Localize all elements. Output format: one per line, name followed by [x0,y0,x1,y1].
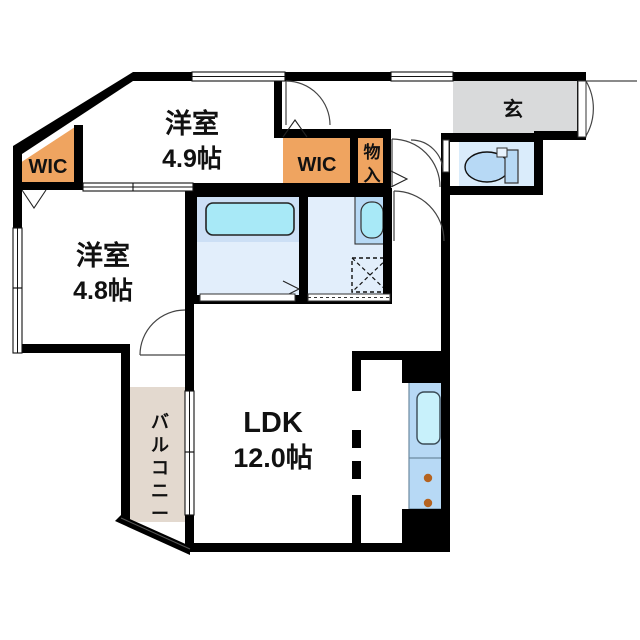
label-washitsu-top-size: 4.9帖 [162,145,222,173]
wall-kitchen-partition-top [352,351,361,391]
label-wic-left: WIC [29,156,68,178]
wall-monoire-right [383,129,391,191]
door-hall-swing [391,138,441,188]
wall-diagonal-topleft [13,72,133,154]
wall-genkan-bottom [534,131,586,140]
wall-kitchen-back-bottom [402,509,450,551]
wall-kitchen-partition-dash [352,461,361,479]
wall-wic-center-top [274,129,391,138]
wall-ldk-right-upper [441,351,450,551]
door-bath-sliding [199,293,296,302]
label-washitsu-top-name: 洋室 [165,108,219,139]
label-washitsu-left-name: 洋室 [76,240,130,271]
wall-toilet-bottom [441,186,543,195]
wall-washroom-right [383,188,392,304]
door-toilet-panel [442,139,450,173]
wall-wic-center-right [350,133,358,191]
label-wic-center: WIC [298,154,337,176]
wall-ldk-bottom [185,543,450,552]
stove-burner-icon [423,473,433,483]
room-wic-left-fill [20,125,78,182]
wall-bath-mid [299,191,308,304]
door-room49-swing [285,80,331,126]
label-genkan: 玄 [503,97,523,121]
door-washroom-swing [393,190,445,242]
vanity-sink-basin-icon [360,201,384,239]
label-ldk-size: 12.0帖 [233,443,313,473]
wall-bottom-room48 [13,344,130,353]
wall-balcony-left-vert [121,353,130,523]
washing-machine-x2 [351,257,389,293]
room-labels: 洋室 4.9帖 洋室 4.8帖 LDK 12.0帖 WIC WIC 物 入 玄 … [29,97,523,524]
wall-balcony-bottom-angle [115,515,190,555]
label-balcony-char: ー [151,504,169,524]
label-balcony-char: コ [151,458,169,478]
door-wic-center-arrow [282,119,308,138]
door-entrance-swing [585,80,594,137]
balcony-rail [120,517,191,550]
wall-left-upper [13,146,22,182]
wall-wic-left-bottom [13,182,83,190]
kitchen-sink-icon [416,391,441,445]
label-washitsu-left-size: 4.8帖 [73,277,133,305]
bathtub-fixture [205,202,295,236]
wall-kitchen-partition-dash [352,430,361,448]
label-monoire-line2: 入 [364,166,381,185]
wall-room49-bottom-b [185,183,383,191]
doors [21,80,637,356]
door-entrance-panel [577,80,587,138]
label-ldk-name: LDK [243,407,303,439]
door-toilet-swing [410,139,444,173]
wall-hall-vert-long [441,191,450,359]
wall-bath-top [188,188,392,197]
wall-ldk-left [185,191,194,361]
wall-kitchen-back-top [402,351,450,383]
stove-burner-icon [423,498,433,508]
toilet-tank-icon [504,149,519,184]
wall-top-main [133,72,586,81]
wall-kitchen-partition-top-h [352,351,402,360]
wall-toilet-top [441,133,543,142]
label-monoire-line1: 物 [364,142,381,162]
label-balcony-char: バ [151,412,169,432]
wall-toilet-right [534,133,543,195]
door-monoire-arrow [390,170,409,188]
room-wic-center-fill [283,137,350,189]
room-balcony-fill [122,387,190,522]
door-room48-swing [139,309,186,356]
label-balcony-char: ル [151,435,169,455]
wall-wic-left-right [74,125,83,190]
room-genkan-fill [453,80,586,137]
wall-room49-right [274,81,282,133]
toilet-flush-icon [496,147,508,158]
door-wic-left-arrow [21,189,47,209]
label-balcony-char: ニ [151,481,169,501]
wall-kitchen-partition-bottom [352,495,361,552]
windows [12,71,454,550]
